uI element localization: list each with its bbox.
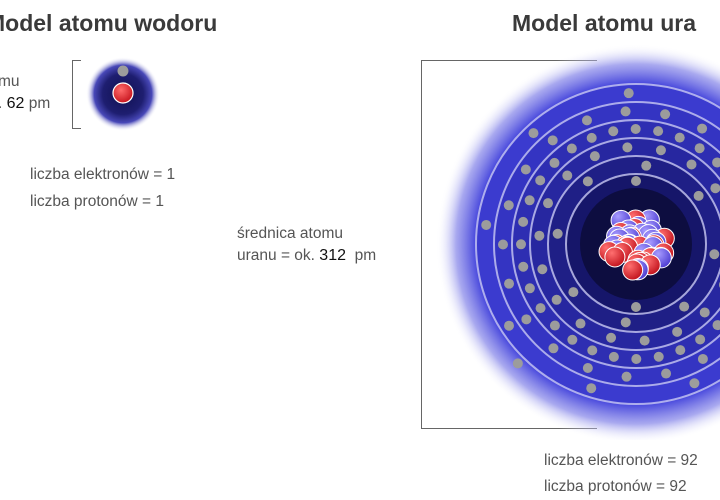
electron — [534, 230, 545, 241]
electron — [693, 190, 704, 201]
electron — [568, 287, 579, 298]
electron — [675, 345, 686, 356]
electron — [582, 362, 593, 373]
electron — [582, 176, 593, 187]
hydrogen-electron-count: liczba elektronów = 1 — [30, 166, 176, 183]
electron — [608, 126, 619, 137]
electron — [562, 170, 573, 181]
electron — [512, 358, 523, 369]
electron — [521, 314, 532, 325]
electron-shell-ring — [529, 137, 720, 351]
hydrogen-atom — [86, 57, 160, 131]
uranium-nucleus — [598, 209, 675, 281]
electron — [712, 320, 720, 331]
electron — [586, 132, 597, 143]
electron — [686, 159, 697, 170]
electron — [621, 371, 632, 382]
hydrogen-diameter-bracket — [72, 60, 81, 129]
electron — [630, 124, 641, 135]
electron — [699, 307, 710, 318]
electron — [631, 302, 641, 312]
electron — [679, 301, 690, 312]
electron — [524, 283, 535, 294]
electron — [697, 123, 708, 134]
electron-shell-ring — [565, 173, 707, 315]
hydrogen-proton — [112, 82, 134, 104]
electron — [547, 135, 558, 146]
electron — [567, 334, 578, 345]
electron-shell-ring — [475, 83, 720, 405]
electron — [606, 332, 617, 343]
hydrogen-diameter-value: 62 — [6, 95, 25, 112]
electron — [674, 132, 685, 143]
hydrogen-diameter-line2: . 62 pm — [0, 95, 51, 112]
electron-shell-ring — [547, 155, 720, 333]
electron — [641, 160, 652, 171]
electron — [535, 175, 546, 186]
electron — [503, 200, 514, 211]
electron — [551, 294, 562, 305]
electron — [710, 183, 720, 194]
proton — [604, 246, 626, 268]
electron — [518, 216, 529, 227]
uranium-electron-count: liczba elektronów = 92 — [544, 452, 698, 469]
electron — [622, 142, 633, 153]
electron — [672, 326, 683, 337]
uranium-diameter-bracket — [421, 60, 597, 429]
electron — [639, 335, 650, 346]
electron — [689, 378, 700, 389]
electron — [552, 228, 563, 239]
electron — [653, 126, 664, 137]
electron — [694, 143, 705, 154]
electron — [631, 176, 641, 186]
electron — [697, 353, 708, 364]
electron-shell-ring — [493, 101, 720, 387]
electron — [549, 157, 560, 168]
electron — [549, 320, 560, 331]
electron — [537, 264, 548, 275]
electron — [608, 351, 619, 362]
electron — [589, 151, 600, 162]
uranium-diameter-value: 312 — [319, 247, 346, 264]
electron — [581, 115, 592, 126]
electron — [504, 320, 515, 331]
electron — [695, 334, 706, 345]
electron — [498, 239, 509, 250]
electron — [660, 109, 671, 120]
electron — [524, 195, 535, 206]
uranium-atom — [436, 44, 720, 440]
electron — [566, 143, 577, 154]
electron-shell-ring — [511, 119, 720, 369]
electron — [655, 145, 666, 156]
hydrogen-title: Model atomu wodoru — [0, 10, 218, 36]
electron — [520, 164, 531, 175]
hydrogen-electron — [117, 65, 129, 77]
electron — [535, 303, 546, 314]
hydrogen-proton-count: liczba protonów = 1 — [30, 193, 164, 210]
electron — [623, 88, 634, 99]
electron — [504, 278, 515, 289]
electron — [631, 353, 642, 364]
electron — [661, 368, 672, 379]
electron — [518, 261, 529, 272]
electron — [587, 345, 598, 356]
electron — [586, 383, 597, 394]
electron — [528, 128, 539, 139]
electron — [543, 198, 554, 209]
electron — [575, 318, 586, 329]
uranium-proton-count: liczba protonów = 92 — [544, 478, 687, 495]
electron — [548, 343, 559, 354]
electron — [709, 249, 720, 260]
hydrogen-diameter-line1: mu — [0, 73, 20, 90]
electron — [516, 239, 527, 250]
electron — [620, 106, 631, 117]
electron — [481, 219, 492, 230]
electron — [653, 351, 664, 362]
uranium-diameter-line1: średnica atomu — [237, 225, 343, 242]
uranium-diameter-line2: uranu = ok. 312 pm — [237, 247, 377, 264]
electron — [620, 317, 631, 328]
electron — [712, 157, 720, 168]
uranium-title: Model atomu ura — [512, 10, 697, 36]
proton — [622, 259, 644, 281]
